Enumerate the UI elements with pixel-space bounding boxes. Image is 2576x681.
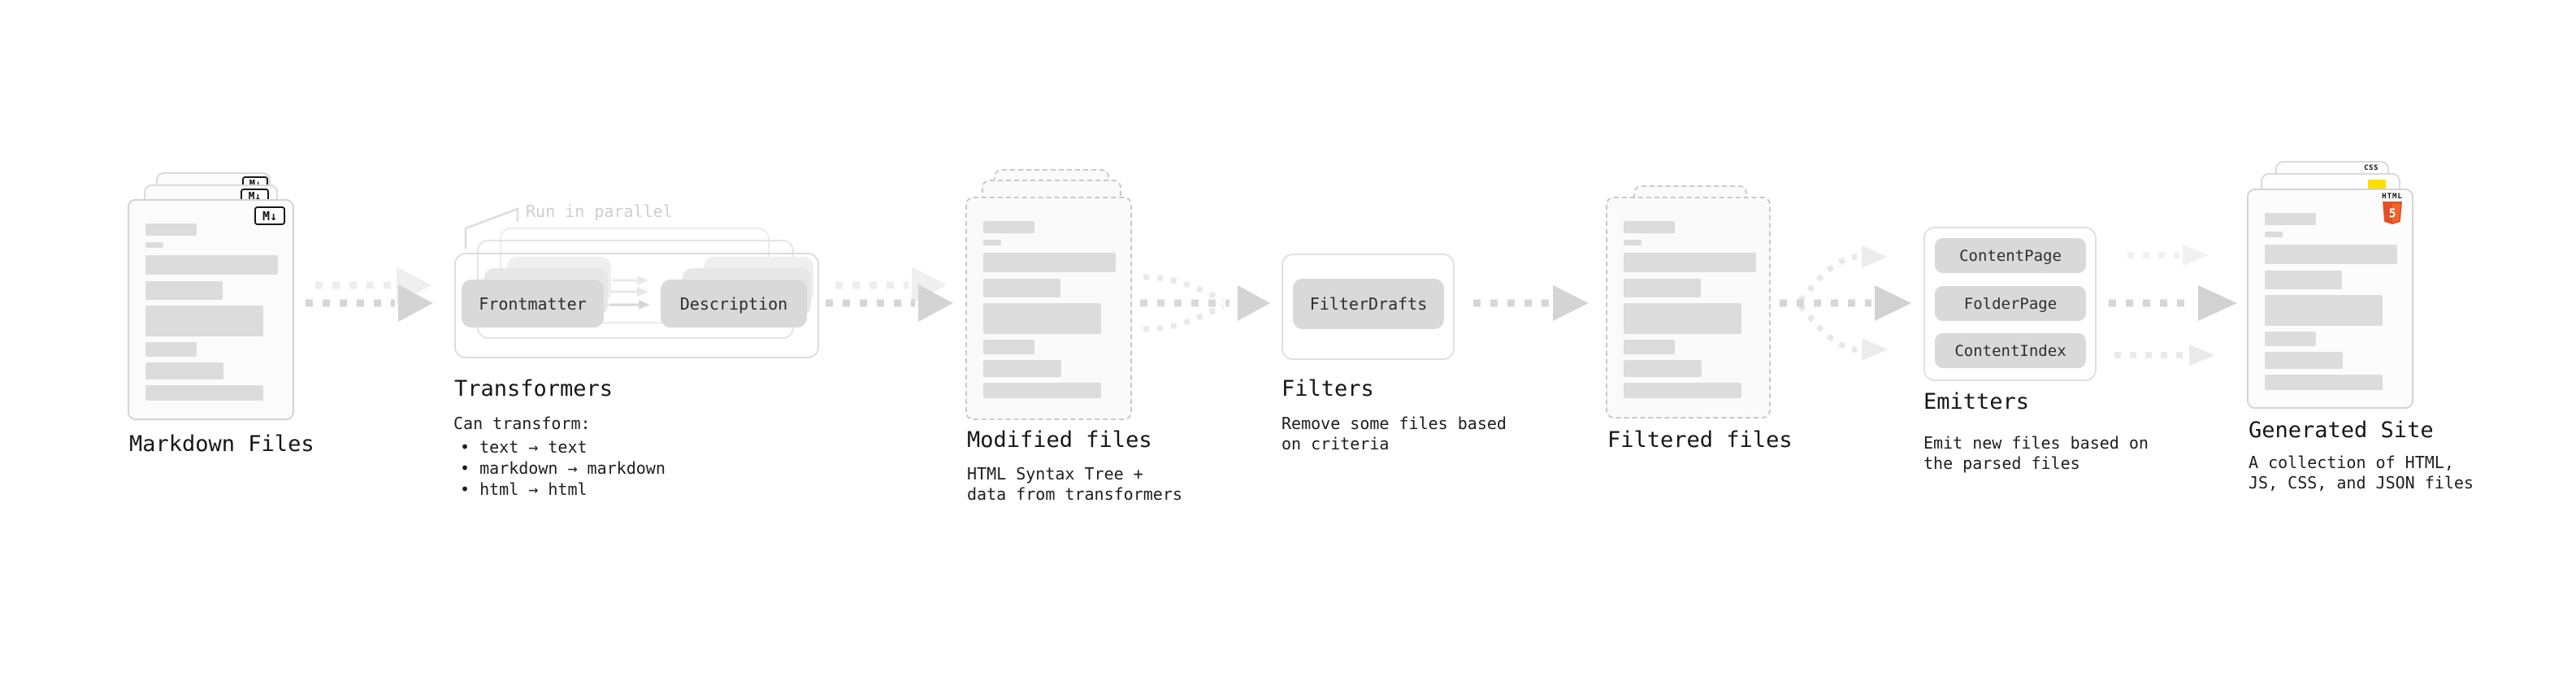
stage-label-filtered-files: Filtered files — [1607, 427, 1793, 453]
text-line-bar — [983, 340, 1034, 354]
text-line-bar — [1624, 340, 1675, 354]
text-line-bar — [1624, 221, 1675, 233]
annotation-connector-line — [464, 207, 519, 249]
html5-icon: HTML 5 — [2379, 193, 2406, 228]
arrow-markdown-to-transformers — [306, 267, 433, 322]
css-badge-text: CSS — [2364, 164, 2379, 172]
contentpage-pill: ContentPage — [1935, 238, 2086, 273]
html5-shield: 5 — [2383, 202, 2402, 224]
filtered-file-card — [1606, 197, 1771, 419]
modified-file-card — [965, 197, 1132, 420]
text-line-bar — [145, 385, 263, 401]
text-line-bar — [983, 360, 1061, 377]
text-line-bar — [983, 240, 1001, 245]
caption-line: A collection of HTML, — [2249, 453, 2454, 472]
transformer-frame — [454, 253, 819, 358]
caption-line: Remove some files based — [1281, 414, 1507, 433]
text-line-bar — [145, 362, 223, 380]
emitters-caption: Emit new files based on the parsed files — [1923, 433, 2149, 474]
caption-line: on criteria — [1281, 434, 1390, 453]
text-line-bar — [2265, 232, 2283, 237]
arrow-modified-to-filters — [1140, 274, 1270, 332]
arrow-filtered-to-emitters — [1780, 245, 1911, 361]
caption-line: data from transformers — [967, 484, 1182, 504]
stage-label-emitters: Emitters — [1923, 389, 2030, 414]
text-line-bar — [1624, 303, 1741, 334]
bullet-item: • markdown → markdown — [460, 458, 666, 478]
bullet-item: • text → text — [460, 437, 588, 457]
pill-flow-arrows — [609, 275, 650, 310]
transformers-caption-title: Can transform: — [453, 414, 591, 433]
text-line-bar — [2265, 245, 2397, 264]
text-line-bar — [145, 306, 263, 336]
description-pill-label: Description — [679, 293, 788, 314]
stage-label-filters: Filters — [1281, 376, 1374, 401]
text-line-bar — [2265, 375, 2383, 390]
text-line-bar — [2265, 352, 2343, 369]
filterdrafts-pill-label: FilterDrafts — [1309, 294, 1428, 314]
text-line-bar — [1624, 360, 1702, 377]
run-in-parallel-annotation: Run in parallel — [526, 202, 673, 221]
filters-caption: Remove some files based on criteria — [1281, 414, 1507, 454]
markdown-file-card: M↓ — [128, 199, 294, 420]
caption-line: Emit new files based on — [1923, 433, 2149, 453]
frontmatter-pill-label: Frontmatter — [479, 293, 587, 314]
text-line-bar — [1624, 240, 1641, 245]
stage-label-markdown-files: Markdown Files — [129, 432, 314, 457]
filterdrafts-pill: FilterDrafts — [1293, 279, 1444, 329]
stage-label-modified-files: Modified files — [967, 427, 1152, 453]
text-line-bar — [2265, 332, 2316, 346]
text-line-bar — [983, 383, 1101, 398]
folderpage-pill: FolderPage — [1935, 286, 2086, 321]
modified-files-caption: HTML Syntax Tree + data from transformer… — [967, 464, 1182, 505]
arrow-transformers-to-modified — [826, 267, 953, 322]
contentindex-pill-label: ContentIndex — [1954, 341, 2066, 360]
text-line-bar — [145, 281, 223, 300]
js-icon — [2368, 180, 2386, 190]
html5-badge-word: HTML — [2382, 193, 2403, 201]
text-line-bar — [1624, 279, 1701, 297]
arrow-filters-to-filtered — [1473, 285, 1589, 321]
text-line-bar — [983, 279, 1060, 297]
markdown-icon: M↓ — [254, 206, 285, 225]
text-line-bar — [983, 221, 1034, 233]
contentindex-pill: ContentIndex — [1935, 333, 2086, 368]
contentpage-pill-label: ContentPage — [1959, 246, 2062, 265]
generated-site-caption: A collection of HTML, JS, CSS, and JSON … — [2249, 453, 2474, 493]
markdown-badge-text: M↓ — [262, 208, 278, 223]
arrow-emitters-to-site — [2109, 245, 2237, 366]
text-line-bar — [145, 242, 163, 248]
text-line-bar — [145, 223, 197, 236]
text-line-bar — [145, 255, 278, 275]
caption-line: the parsed files — [1923, 453, 2080, 473]
text-line-bar — [1624, 383, 1741, 398]
text-line-bar — [983, 303, 1101, 334]
stage-label-transformers: Transformers — [454, 376, 614, 401]
caption-line: JS, CSS, and JSON files — [2249, 473, 2474, 492]
text-line-bar — [145, 342, 197, 357]
bullet-item: • html → html — [460, 479, 588, 499]
description-pill: Description — [661, 280, 807, 327]
caption-line: HTML Syntax Tree + — [967, 464, 1143, 484]
text-line-bar — [2265, 295, 2383, 326]
site-file-card-html: HTML 5 — [2247, 189, 2413, 409]
frontmatter-pill: Frontmatter — [462, 280, 604, 327]
text-line-bar — [2265, 271, 2342, 289]
transformers-bullet-list: • text → text • markdown → markdown • ht… — [460, 436, 666, 500]
text-line-bar — [983, 253, 1116, 272]
folderpage-pill-label: FolderPage — [1963, 294, 2058, 313]
text-line-bar — [2265, 213, 2316, 225]
stage-label-generated-site: Generated Site — [2249, 418, 2434, 443]
text-line-bar — [1624, 253, 1756, 272]
svg-text:5: 5 — [2388, 206, 2396, 221]
